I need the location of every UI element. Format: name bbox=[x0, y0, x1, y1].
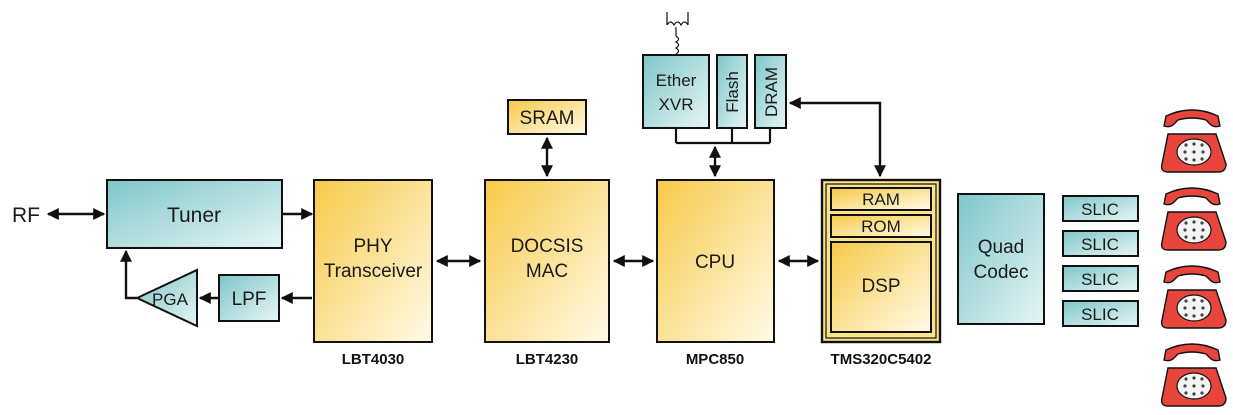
dram-label: DRAM bbox=[762, 67, 781, 117]
pga-label: PGA bbox=[152, 290, 189, 309]
slic-label-3: SLIC bbox=[1081, 270, 1119, 289]
dram-block bbox=[754, 54, 787, 129]
phy-chip-label: LBT4030 bbox=[342, 351, 405, 368]
telephone-icon bbox=[1160, 187, 1227, 251]
pga-amplifier bbox=[134, 268, 198, 328]
cpu-chip-label: MPC850 bbox=[686, 351, 744, 368]
sram-block bbox=[507, 99, 587, 135]
ether-xvr-block bbox=[642, 54, 710, 129]
cpu-label: CPU bbox=[695, 252, 735, 273]
ram-block bbox=[830, 187, 932, 211]
phy-label-line2: Transceiver bbox=[324, 261, 423, 282]
phy-label-line1: PHY bbox=[353, 236, 392, 257]
ram-label: RAM bbox=[862, 190, 900, 209]
dsp-chip-label: TMS320C5402 bbox=[831, 351, 932, 368]
flash-label: Flash bbox=[723, 71, 742, 113]
slic-label-2: SLIC bbox=[1081, 235, 1119, 254]
rom-label: ROM bbox=[861, 217, 901, 236]
transformer-icon bbox=[666, 12, 689, 55]
slic-block-4 bbox=[1062, 300, 1139, 327]
telephone-icon bbox=[1160, 109, 1227, 173]
rom-block bbox=[830, 214, 932, 238]
cpu-block bbox=[656, 179, 775, 343]
docsis-label-line2: MAC bbox=[526, 261, 568, 282]
rf-label: RF bbox=[12, 204, 40, 227]
lpf-block bbox=[218, 274, 280, 322]
quad-codec-block bbox=[957, 193, 1045, 325]
slic-block-1 bbox=[1062, 195, 1139, 222]
lpf-label: LPF bbox=[232, 289, 267, 310]
slic-block-3 bbox=[1062, 265, 1139, 292]
tuner-label: Tuner bbox=[167, 204, 221, 227]
docsis-label-line1: DOCSIS bbox=[511, 236, 584, 257]
codec-label-line2: Codec bbox=[974, 262, 1029, 283]
pga-tuner-arrow bbox=[120, 249, 137, 300]
ether-label-line2: XVR bbox=[659, 95, 694, 114]
dram-dsp-arrow bbox=[788, 97, 886, 178]
telephone-icon bbox=[1160, 343, 1227, 407]
slic-block-2 bbox=[1062, 230, 1139, 257]
ether-label-line1: Ether bbox=[656, 71, 697, 90]
slic-label-1: SLIC bbox=[1081, 200, 1119, 219]
dsp-label: DSP bbox=[861, 276, 900, 297]
codec-label-line1: Quad bbox=[978, 237, 1024, 258]
dsp-core-block bbox=[830, 241, 932, 333]
slic-label-4: SLIC bbox=[1081, 305, 1119, 324]
telephones bbox=[1160, 109, 1227, 407]
mac-chip-label: LBT4230 bbox=[516, 351, 579, 368]
docsis-mac-block bbox=[484, 179, 610, 343]
sram-label: SRAM bbox=[520, 108, 575, 129]
telephone-icon bbox=[1160, 265, 1227, 329]
phy-transceiver-block bbox=[313, 179, 433, 343]
